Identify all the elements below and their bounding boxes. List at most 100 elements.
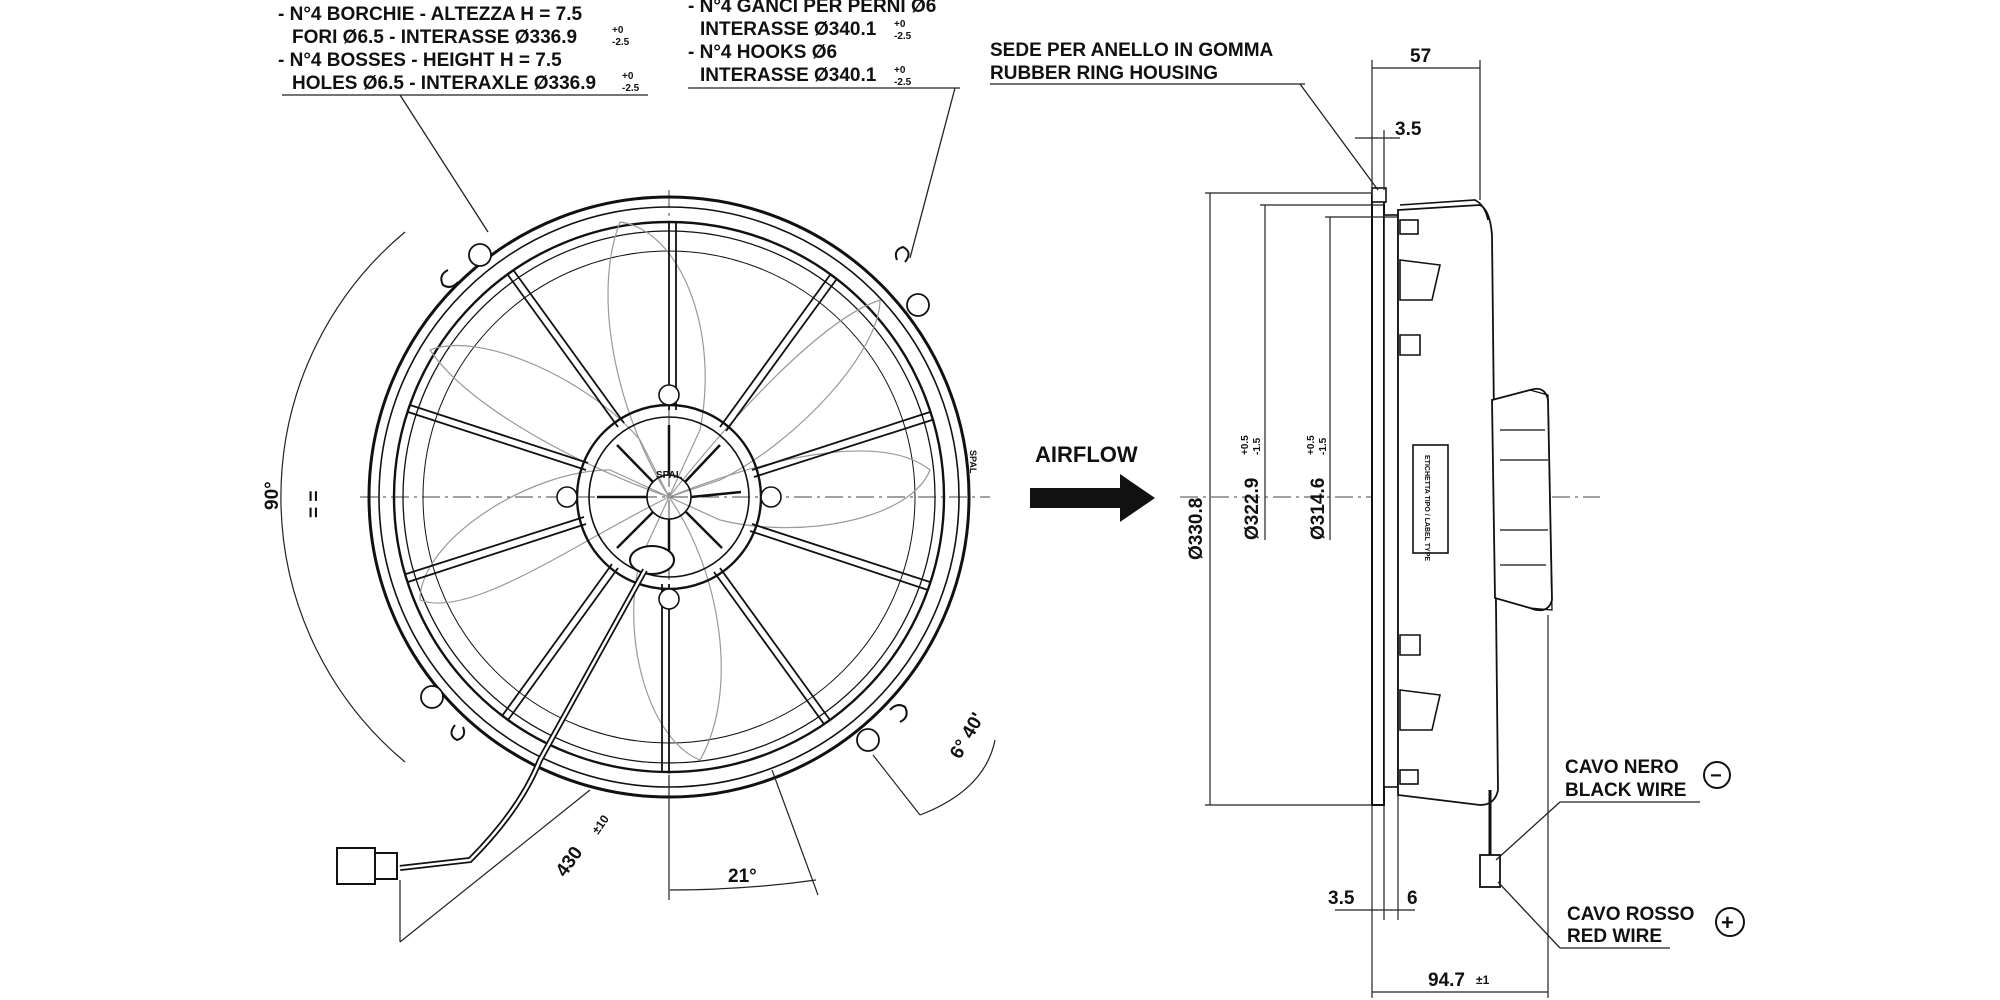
hooks-note-line1: - N°4 GANCI PER PERNI Ø6: [688, 0, 936, 17]
hooks-note: - N°4 GANCI PER PERNI Ø6 INTERASSE Ø340.…: [688, 0, 960, 259]
bosses-note-line2: FORI Ø6.5 - INTERASSE Ø336.9: [292, 27, 577, 48]
side-dimensions: SEDE PER ANELLO IN GOMMA RUBBER RING HOU…: [990, 40, 1549, 998]
hub-lug: [658, 588, 680, 610]
bosses-note-line4: HOLES Ø6.5 - INTERAXLE Ø336.9: [292, 73, 596, 94]
red-wire-leader: [1497, 881, 1561, 949]
side-rib: [1399, 259, 1441, 301]
side-rib: [1399, 689, 1441, 731]
fan-front-view: SPAL SPAL: [336, 190, 990, 900]
hooks-note-line4: INTERASSE Ø340.1: [700, 65, 877, 86]
dia-mid-tol-lower: -1.5: [1252, 437, 1263, 455]
mounting-bosses: [420, 243, 930, 752]
fan-blade: [419, 469, 671, 604]
connector-body: [336, 847, 376, 885]
mounting-boss: [420, 685, 444, 709]
red-wire-en: RED WIRE: [1567, 926, 1662, 947]
mounting-boss: [856, 728, 880, 752]
cable-length-label: 430: [552, 843, 587, 881]
strut: [409, 404, 589, 464]
hooks-tol-lower-1: -2.5: [894, 31, 912, 42]
black-wire-symbol: −: [1710, 765, 1722, 787]
side-ribs: [1399, 219, 1441, 785]
mounting-boss: [906, 293, 930, 317]
hooks-tol-upper-1: +0: [894, 19, 906, 30]
fan-blade: [667, 450, 931, 529]
black-wire-it: CAVO NERO: [1565, 757, 1679, 778]
airflow-arrow: [1030, 474, 1155, 522]
red-wire-it: CAVO ROSSO: [1567, 904, 1694, 925]
bosses-tol-lower-2: -2.5: [622, 83, 640, 94]
bosses-leader: [399, 94, 489, 233]
strut: [713, 571, 825, 725]
shroud-top-edge: [1399, 199, 1489, 221]
strut: [407, 411, 587, 471]
mounting-boss: [468, 243, 492, 267]
strut: [749, 530, 929, 591]
side-connector: [1479, 854, 1501, 888]
ring-note-line2: RUBBER RING HOUSING: [990, 63, 1218, 84]
motor-cap: [1529, 389, 1553, 611]
black-wire-en: BLACK WIRE: [1565, 780, 1686, 801]
dia-inner-tol-upper: +0.5: [1306, 435, 1317, 455]
hooks-note-line3: - N°4 HOOKS Ø6: [688, 42, 837, 63]
fin: [616, 444, 654, 483]
motor-logo: SPAL: [656, 470, 682, 481]
black-wire-label: CAVO NERO BLACK WIRE −: [1495, 757, 1731, 861]
total-depth-label: 94.7: [1428, 970, 1465, 991]
mounting-hook: [450, 724, 466, 742]
fin: [685, 511, 723, 549]
bottom-6-label: 6: [1407, 888, 1418, 909]
strut: [507, 274, 619, 428]
dia-inner-label: Ø314.6: [1308, 478, 1329, 540]
power-cable-inner: [399, 569, 647, 870]
hub-lug: [556, 486, 578, 508]
fin: [690, 490, 742, 499]
shroud-flange: [1371, 194, 1385, 806]
dia-mid-tol-upper: +0.5: [1240, 435, 1251, 455]
angle-6-40-ext: [872, 754, 921, 816]
angle-6-40-arc: [919, 739, 996, 816]
side-rib: [1399, 334, 1421, 356]
dia-inner-tol-lower: -1.5: [1318, 437, 1329, 455]
cable-gland: [629, 545, 675, 575]
mounting-hooks: [440, 245, 910, 742]
bosses-note-line1: - N°4 BORCHIE - ALTEZZA H = 7.5: [278, 4, 582, 25]
motor-side-fins: [1500, 429, 1548, 566]
shroud-struts: [405, 222, 933, 772]
bosses-tol-upper-1: +0: [612, 25, 624, 36]
strut: [753, 419, 933, 478]
airflow-indicator: AIRFLOW: [1030, 442, 1155, 522]
strut: [501, 563, 613, 717]
cable-length-tol: ±10: [589, 812, 612, 837]
strut: [405, 516, 585, 575]
depth57-label: 57: [1410, 46, 1431, 67]
connector-latch: [374, 852, 398, 880]
fan-side-view: ETICHETTA TIPO / LABEL TYPE: [1180, 187, 1600, 888]
rubber-ring-seat: [1371, 187, 1387, 203]
strut: [719, 274, 831, 428]
hub-mounting-lugs: [556, 384, 782, 610]
hooks-note-line2: INTERASSE Ø340.1: [700, 19, 877, 40]
hub-lug: [658, 384, 680, 406]
plus-icon: [1715, 907, 1745, 937]
fin: [684, 444, 721, 483]
side-rib: [1399, 769, 1419, 785]
hooks-tol-upper-2: +0: [894, 65, 906, 76]
ring-note-leader: [1299, 83, 1379, 191]
ring-note-line1: SEDE PER ANELLO IN GOMMA: [990, 40, 1274, 61]
minus-icon: [1703, 761, 1731, 789]
side-rib: [1399, 219, 1419, 235]
strut: [725, 279, 837, 432]
equal-marks: = =: [304, 491, 325, 518]
strut: [719, 567, 831, 721]
fin: [616, 511, 654, 549]
total-depth-tol: ±1: [1476, 973, 1490, 987]
strut: [507, 567, 619, 721]
bosses-tol-upper-2: +0: [622, 71, 634, 82]
angle-21-ext-right: [771, 769, 819, 896]
mounting-hook: [894, 245, 910, 263]
side-rib: [1399, 634, 1421, 656]
angle-90-label: 90°: [262, 481, 283, 510]
strut: [751, 411, 931, 471]
